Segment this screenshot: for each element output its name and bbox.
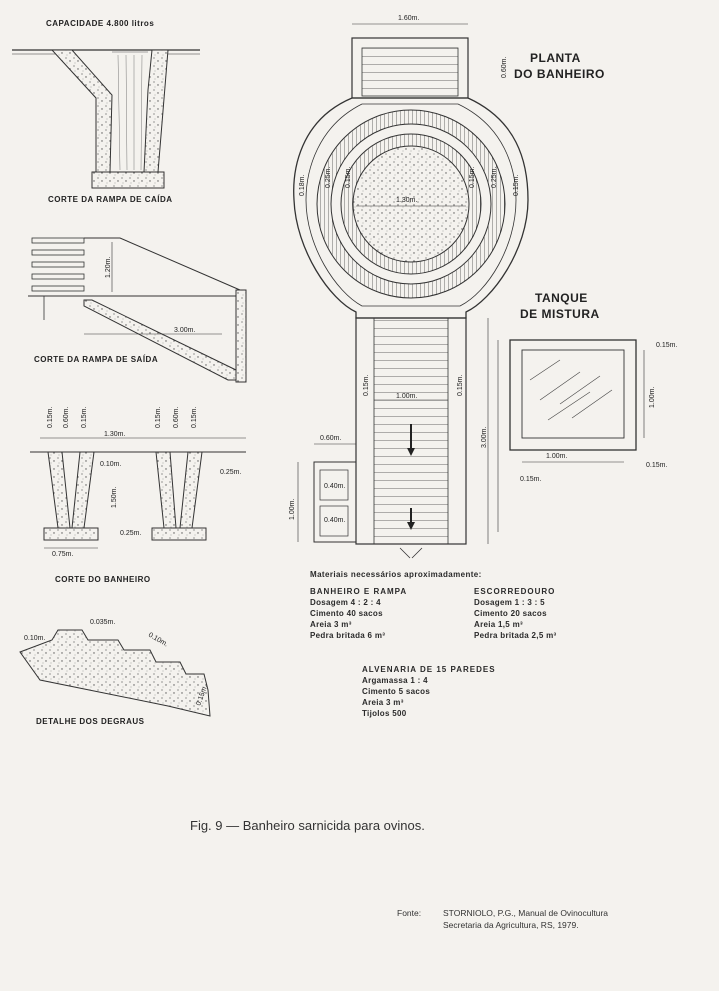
dim-p-130: 1.30m.: [396, 197, 417, 204]
corte-saida-label: CORTE DA RAMPA DE SAÍDA: [34, 355, 158, 364]
detalhe-degraus: 0.10m. 0.035m. 0.10m. 0.15m. DETALHE DOS…: [19, 619, 211, 726]
dim-p-015b: 0.15m.: [469, 167, 476, 188]
source-label: Fonte:: [397, 908, 422, 918]
dim-saida-300: 3.00m.: [174, 327, 195, 334]
dim-p-060: 0.60m.: [501, 57, 508, 78]
dim-g-010b: 0.10m.: [147, 632, 169, 649]
dim-t-100h: 1.00m.: [546, 453, 567, 460]
planta-title-2: DO BANHEIRO: [514, 67, 605, 81]
dim-b-060b: 0.60m.: [173, 407, 180, 428]
dim-t-015b: 0.15m.: [646, 462, 667, 469]
dim-g-035: 0.035m.: [90, 619, 115, 626]
source-line-1: STORNIOLO, P.G., Manual de Ovinocultura: [443, 908, 609, 918]
escorredouro-title: ESCORREDOURO: [474, 587, 556, 596]
alvenaria-row: Cimento 5 sacos: [362, 687, 431, 696]
tanque-title-2: DE MISTURA: [520, 307, 600, 321]
dim-b-015c: 0.15m.: [155, 407, 162, 428]
corte-rampa-caida: CAPACIDADE 4.800 litros CORTE DA RAMPA D…: [12, 19, 200, 204]
capacidade-label: CAPACIDADE 4.800 litros: [46, 19, 154, 28]
source-line-2: Secretaria da Agricultura, RS, 1979.: [443, 920, 579, 930]
figure-caption: Fig. 9 — Banheiro sarnicida para ovinos.: [190, 818, 425, 833]
escorredouro-row: Cimento 20 sacos: [474, 609, 547, 618]
materials-alvenaria: ALVENARIA DE 15 PAREDES Argamassa 1 : 4 …: [362, 664, 496, 719]
dim-p-040b: 0.40m.: [324, 517, 345, 524]
dim-t-015c: 0.15m.: [520, 476, 541, 483]
banheiro-title: BANHEIRO E RAMPA: [310, 587, 408, 596]
materials-escorredouro: ESCORREDOURO Dosagem 1 : 3 : 5 Cimento 2…: [474, 586, 556, 641]
dim-p-100: 1.00m.: [396, 393, 417, 400]
dim-p-015d: 0.15m.: [457, 375, 464, 396]
escorredouro-row: Dosagem 1 : 3 : 5: [474, 598, 545, 607]
alvenaria-row: Tijolos 500: [362, 709, 407, 718]
dim-p-025a: 0.25m.: [325, 167, 332, 188]
dim-p-040a: 0.40m.: [324, 483, 345, 490]
dim-b-015d: 0.15m.: [191, 407, 198, 428]
tanque-title-1: TANQUE: [535, 291, 588, 305]
banheiro-row: Dosagem 4 : 2 : 4: [310, 598, 381, 607]
tanque-mistura: TANQUE DE MISTURA 0.15m. 1.00m. 1.00m. 0…: [497, 291, 677, 532]
dim-p-300: 3.00m.: [481, 427, 488, 448]
alvenaria-row: Argamassa 1 : 4: [362, 676, 428, 685]
dim-t-015a: 0.15m.: [656, 342, 677, 349]
dim-b-010: 0.10m.: [100, 461, 121, 468]
dim-b-130: 1.30m.: [104, 431, 125, 438]
dim-b-015b: 0.15m.: [81, 407, 88, 428]
escorredouro-row: Pedra britada 2,5 m³: [474, 631, 557, 640]
planta-banheiro: 1.60m. 0.60m. PLANTA DO BANHEIRO 1.30m. …: [289, 15, 605, 559]
alvenaria-row: Areia 3 m³: [362, 698, 404, 707]
corte-banheiro-label: CORTE DO BANHEIRO: [55, 575, 151, 584]
dim-b-075: 0.75m.: [52, 551, 73, 558]
dim-p-160: 1.60m.: [398, 15, 419, 22]
dim-b-015a: 0.15m.: [47, 407, 54, 428]
materials-heading: Materiais necessários aproximadamente:: [310, 570, 482, 579]
dim-p-025b: 0.25m.: [491, 167, 498, 188]
dim-p-018a: 0.18m.: [299, 175, 306, 196]
dim-p-015c: 0.15m.: [363, 375, 370, 396]
planta-title-1: PLANTA: [530, 51, 581, 65]
detalhe-degraus-label: DETALHE DOS DEGRAUS: [36, 717, 145, 726]
corte-banheiro: 0.15m. 0.60m. 0.15m. 0.15m. 0.60m. 0.15m…: [30, 407, 246, 584]
dim-p-018b: 0.15m.: [513, 175, 520, 196]
escorredouro-row: Areia 1,5 m³: [474, 620, 523, 629]
corte-rampa-saida: 1.20m. 3.00m. CORTE DA RAMPA DE SAÍDA: [28, 237, 247, 383]
dim-b-025b: 0.25m.: [120, 530, 141, 537]
dim-saida-120: 1.20m.: [105, 257, 112, 278]
corte-caida-label: CORTE DA RAMPA DE CAÍDA: [48, 195, 173, 204]
alvenaria-title: ALVENARIA DE 15 PAREDES: [362, 665, 496, 674]
dim-p-100v: 1.00m.: [289, 499, 296, 520]
dim-b-025: 0.25m.: [220, 469, 241, 476]
figure-source: Fonte: STORNIOLO, P.G., Manual de Ovinocu…: [397, 907, 608, 931]
dim-p-060b: 0.60m.: [320, 435, 341, 442]
dim-b-150: 1.50m.: [111, 487, 118, 508]
dim-p-015a: 0.15m.: [345, 167, 352, 188]
materials-banheiro: BANHEIRO E RAMPA Dosagem 4 : 2 : 4 Cimen…: [310, 586, 407, 641]
banheiro-row: Areia 3 m³: [310, 620, 352, 629]
dim-t-100v: 1.00m.: [649, 387, 656, 408]
dim-g-010a: 0.10m.: [24, 635, 45, 642]
dim-b-060a: 0.60m.: [63, 407, 70, 428]
banheiro-row: Cimento 40 sacos: [310, 609, 383, 618]
banheiro-row: Pedra britada 6 m³: [310, 631, 386, 640]
